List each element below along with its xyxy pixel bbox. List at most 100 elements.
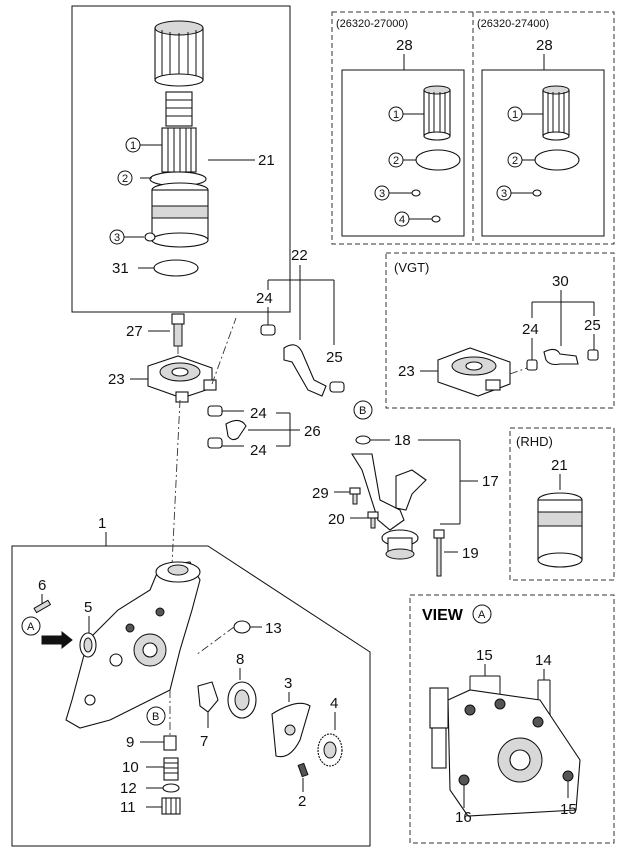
view-direction-arrow [41, 630, 73, 650]
view-caption: VIEW [422, 607, 464, 624]
relief-spring [163, 757, 179, 781]
callout-24-vgt: 24 [522, 321, 539, 338]
cooler-to-pump-line [171, 399, 181, 566]
callout-18: 18 [394, 432, 411, 449]
callout-2: 2 [298, 793, 306, 810]
pump-o-ring [233, 620, 251, 634]
callout-15-top: 15 [476, 647, 493, 664]
kit-a-washer [411, 189, 421, 197]
circled-1-kit-b: 1 [512, 109, 518, 121]
callout-12: 12 [120, 780, 137, 797]
callout-25-vgt: 25 [584, 317, 601, 334]
circled-3-kit-a: 3 [379, 188, 385, 200]
pump-pin [33, 599, 52, 614]
oil-cooler [147, 355, 217, 403]
callout-14: 14 [535, 652, 552, 669]
circled-1-kit-a: 1 [393, 109, 399, 121]
circled-2-filter: 2 [122, 173, 128, 185]
inner-rotor [197, 681, 219, 713]
callout-13: 13 [265, 620, 282, 637]
filter-assembly-frame [71, 5, 291, 313]
strainer-long-bolt-19 [433, 529, 445, 577]
kit-b-inner-frame [481, 69, 605, 237]
ref-a-pump: A [27, 621, 35, 633]
callout-16: 16 [455, 809, 472, 826]
lower-hose-clamp-bottom [207, 437, 223, 449]
kit-b-part-number: (26320-27400) [477, 18, 549, 30]
callout-6: 6 [38, 577, 46, 594]
strainer-bolt-29 [349, 487, 361, 505]
callout-17: 17 [482, 473, 499, 490]
pump-stud-bolt [297, 762, 309, 778]
cooler-link-line [211, 317, 237, 385]
callout-31: 31 [112, 260, 129, 277]
kit-b-washer [532, 189, 542, 197]
callout-27: 27 [126, 323, 143, 340]
callout-23: 23 [108, 371, 125, 388]
callout-19: 19 [462, 545, 479, 562]
circled-2-kit-b: 2 [512, 155, 518, 167]
callout-10: 10 [122, 759, 139, 776]
kit-a-o-ring [415, 149, 461, 171]
relief-plug [163, 735, 177, 751]
cooler-bolt [171, 313, 185, 347]
callout-9: 9 [126, 734, 134, 751]
vgt-caption: (VGT) [394, 260, 429, 275]
view-a-frame [409, 594, 615, 844]
callout-20: 20 [328, 511, 345, 528]
vgt-hose-clamp-right [587, 349, 599, 361]
kit-b-element [542, 85, 570, 141]
callout-21-rhd: 21 [551, 457, 568, 474]
callout-1: 1 [98, 515, 106, 532]
callout-24-upper: 24 [256, 290, 273, 307]
callout-26: 26 [304, 423, 321, 440]
filter-element [161, 127, 197, 173]
relief-washer [162, 783, 180, 793]
callout-4: 4 [330, 695, 338, 712]
callout-29: 29 [312, 485, 329, 502]
vgt-frame [385, 252, 615, 409]
upper-hose-clamp-left [260, 324, 276, 336]
oil-pump-body [65, 561, 201, 729]
callout-24-lower-a: 24 [250, 405, 267, 422]
kit-a-seal [431, 215, 441, 223]
pump-gear [317, 733, 343, 767]
filter-gasket [153, 259, 199, 277]
callout-7: 7 [200, 733, 208, 750]
callout-8: 8 [236, 651, 244, 668]
kit-b-o-ring [534, 149, 580, 171]
circled-4-kit-a: 4 [399, 214, 405, 226]
upper-oil-hose [283, 344, 327, 397]
callout-15-bottom: 15 [560, 801, 577, 818]
callout-5: 5 [84, 599, 92, 616]
ref-b-strainer: B [359, 405, 366, 417]
vgt-oil-cooler [437, 347, 511, 397]
circled-2-kit-a: 2 [393, 155, 399, 167]
strainer-bolt-20 [367, 511, 379, 529]
filter-housing [151, 182, 209, 248]
circled-3-filter: 3 [114, 232, 120, 244]
ref-a-view: A [478, 609, 486, 621]
rhd-frame [509, 427, 615, 581]
view-a-pump-body [429, 687, 581, 817]
lower-oil-hose [225, 419, 247, 441]
rhd-caption: (RHD) [516, 434, 553, 449]
ref-b-pump: B [152, 711, 159, 723]
circled-3-kit-b: 3 [501, 188, 507, 200]
relief-cap [161, 797, 181, 815]
lower-hose-clamp-top [207, 405, 223, 417]
strainer-gasket [355, 435, 371, 445]
outer-rotor [227, 681, 257, 719]
kit-a-inner-frame [341, 69, 465, 237]
callout-11: 11 [120, 799, 136, 816]
rhd-filter-housing [537, 492, 583, 568]
callout-24-lower-b: 24 [250, 442, 267, 459]
kit-a-part-number: (26320-27000) [336, 18, 408, 30]
callout-3: 3 [284, 675, 292, 692]
callout-28-a: 28 [396, 37, 413, 54]
oil-pump-frame [11, 545, 371, 847]
callout-22: 22 [291, 247, 308, 264]
callout-28-b: 28 [536, 37, 553, 54]
